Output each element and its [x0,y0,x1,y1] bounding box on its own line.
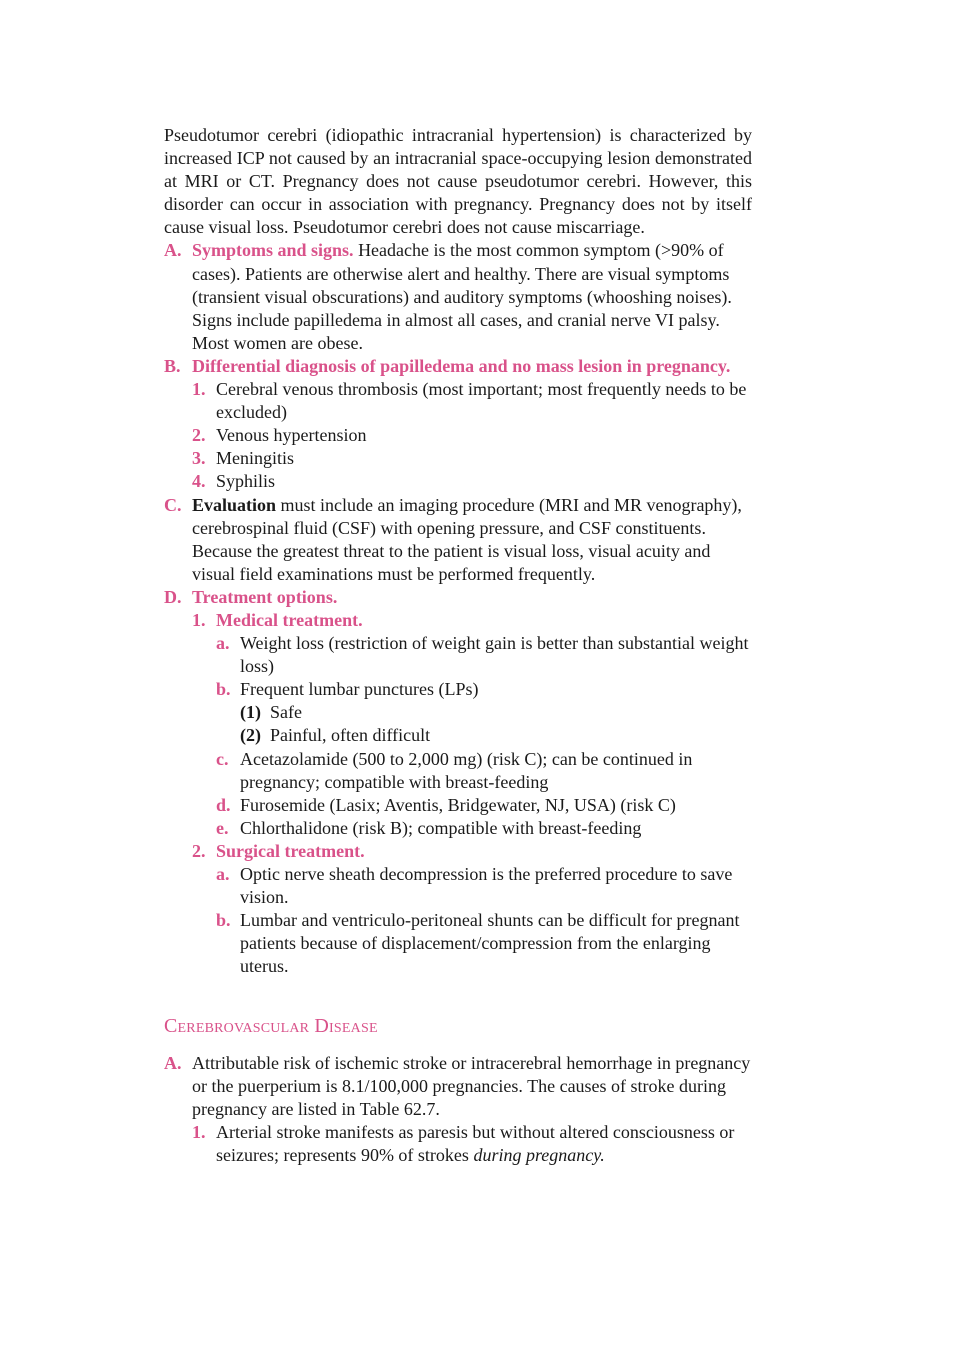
item-text: Weight loss (restriction of weight gain … [240,633,749,677]
list-marker: A. [164,1052,182,1073]
italic-text: during pregnancy. [473,1144,605,1165]
list-item: b. Frequent lumbar punctures (LPs) (1) Sa… [216,678,752,747]
list-item: 1. Cerebral venous thrombosis (most impor… [192,378,752,424]
list-item: 1. Arterial stroke manifests as paresis b… [192,1121,752,1167]
list-marker: a. [216,864,230,884]
item-text: Furosemide (Lasix; Aventis, Bridgewater,… [240,794,676,815]
item-text: must include an imaging procedure (MRI a… [192,494,742,584]
item-text: Attributable risk of ischemic stroke or … [192,1052,751,1119]
list-marker: b. [216,679,231,700]
list-marker: 1. [192,609,206,630]
item-text: Painful, often difficult [270,725,431,746]
list-marker: (2) [240,725,261,746]
list-marker: 3. [192,448,206,469]
list-item: a. Optic nerve sheath decompression is th… [216,863,752,909]
item-text: Venous hypertension [216,425,367,446]
list-marker: A. [164,240,182,261]
item-text: Arterial stroke manifests as paresis but… [216,1121,735,1165]
item-heading: Medical treatment. [216,609,363,630]
list-marker: 2. [192,425,206,446]
list-item: d. Furosemide (Lasix; Aventis, Bridgewate… [216,794,752,817]
item-text: Headache is the most common symptom (>90… [192,240,732,353]
page-content: Pseudotumor cerebri (idiopathic intracra… [164,124,752,1167]
list-item: (1) Safe [240,701,752,724]
list-marker: e. [216,817,229,838]
list-marker: 4. [192,471,206,492]
list-item: 2. Venous hypertension [192,424,752,447]
item-text: Meningitis [216,448,295,469]
item-text: Acetazolamide (500 to 2,000 mg) (risk C)… [240,748,693,792]
list-marker: d. [216,794,231,815]
list-marker: C. [164,494,182,515]
item-heading: Differential diagnosis of papilledema an… [192,355,731,376]
list-item: (2) Painful, often difficult [240,724,752,747]
list-marker: D. [164,586,182,607]
list-marker: b. [216,910,231,931]
list-item: b. Lumbar and ventriculo-peritoneal shunt… [216,909,752,978]
list-marker: B. [164,355,181,376]
intro-paragraph: Pseudotumor cerebri (idiopathic intracra… [164,125,752,238]
item-a-attributable-risk: A. Attributable risk of ischemic stroke … [164,1052,752,1167]
item-text: Optic nerve sheath decompression is the … [240,864,733,908]
item-text: Safe [270,702,302,723]
item-c-evaluation: C. Evaluation must include an imaging pr… [164,494,752,586]
section-heading: Cerebrovascular Disease [164,1015,378,1038]
list-item: a. Weight loss (restriction of weight gai… [216,632,752,678]
item-text: Lumbar and ventriculo-peritoneal shunts … [240,910,740,977]
item-heading: Evaluation [192,494,277,515]
item-text: Chlorthalidone (risk B); compatible with… [240,817,642,838]
list-marker: c. [216,748,229,769]
item-text: Cerebral venous thrombosis (most importa… [216,379,747,423]
item-heading: Surgical treatment. [216,840,365,861]
item-b-differential: B. Differential diagnosis of papilledema… [164,355,752,494]
item-a-symptoms: A. Symptoms and signs. Headache is the m… [164,239,752,354]
item-text: Syphilis [216,471,276,492]
list-item: 4. Syphilis [192,470,752,493]
surgical-treatment: 2. Surgical treatment. a. Optic nerve she… [192,840,752,979]
list-marker: 2. [192,840,206,861]
list-marker: 1. [192,1121,206,1142]
item-d-treatment: D. Treatment options. 1. Medical treatme… [164,586,752,979]
item-heading: Treatment options. [192,586,338,607]
list-item: 3. Meningitis [192,447,752,470]
list-marker: a. [216,633,230,654]
list-item: e. Chlorthalidone (risk B); compatible wi… [216,817,752,840]
list-item: c. Acetazolamide (500 to 2,000 mg) (risk … [216,748,752,794]
medical-treatment: 1. Medical treatment. a. Weight loss (res… [192,609,752,840]
list-marker: (1) [240,702,261,723]
item-heading: Symptoms and signs. [192,240,354,261]
list-marker: 1. [192,379,206,400]
item-text: Frequent lumbar punctures (LPs) [240,679,479,700]
